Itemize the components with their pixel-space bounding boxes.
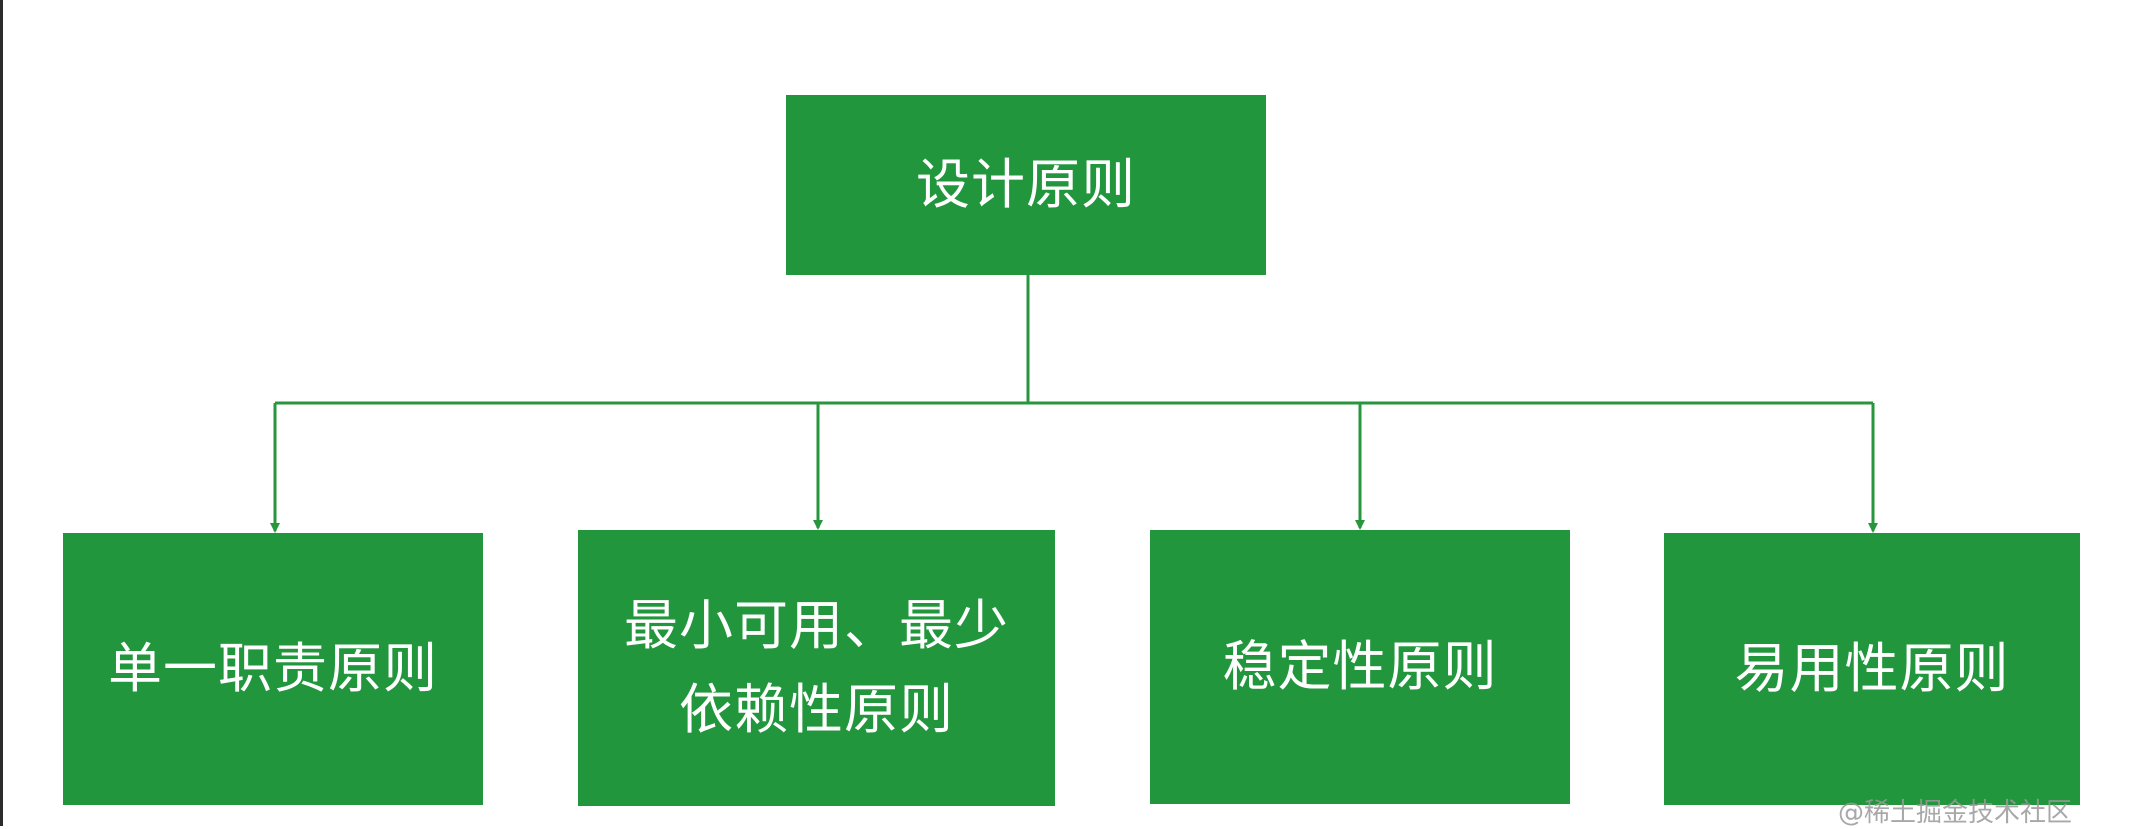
root-node-design-principles: 设计原则 [786,95,1266,275]
child-node-1-label: 单一职责原则 [108,637,438,700]
child-node-4-label: 易用性原则 [1734,637,2010,700]
child-node-single-responsibility: 单一职责原则 [63,533,483,805]
child-node-stability: 稳定性原则 [1150,530,1570,804]
child-node-usability: 易用性原则 [1664,533,2080,805]
child-node-minimal-dependency: 最小可用、最少 依赖性原则 [578,530,1055,806]
window-left-border [0,0,3,826]
child-node-3-label: 稳定性原则 [1222,635,1498,698]
watermark-text: @稀土掘金技术社区 [1838,798,2073,828]
child-node-2-label-line-2: 依赖性原则 [679,678,954,741]
root-node-label: 设计原则 [916,153,1136,216]
child-node-2-label-line-1: 最小可用、最少 [624,594,1009,657]
